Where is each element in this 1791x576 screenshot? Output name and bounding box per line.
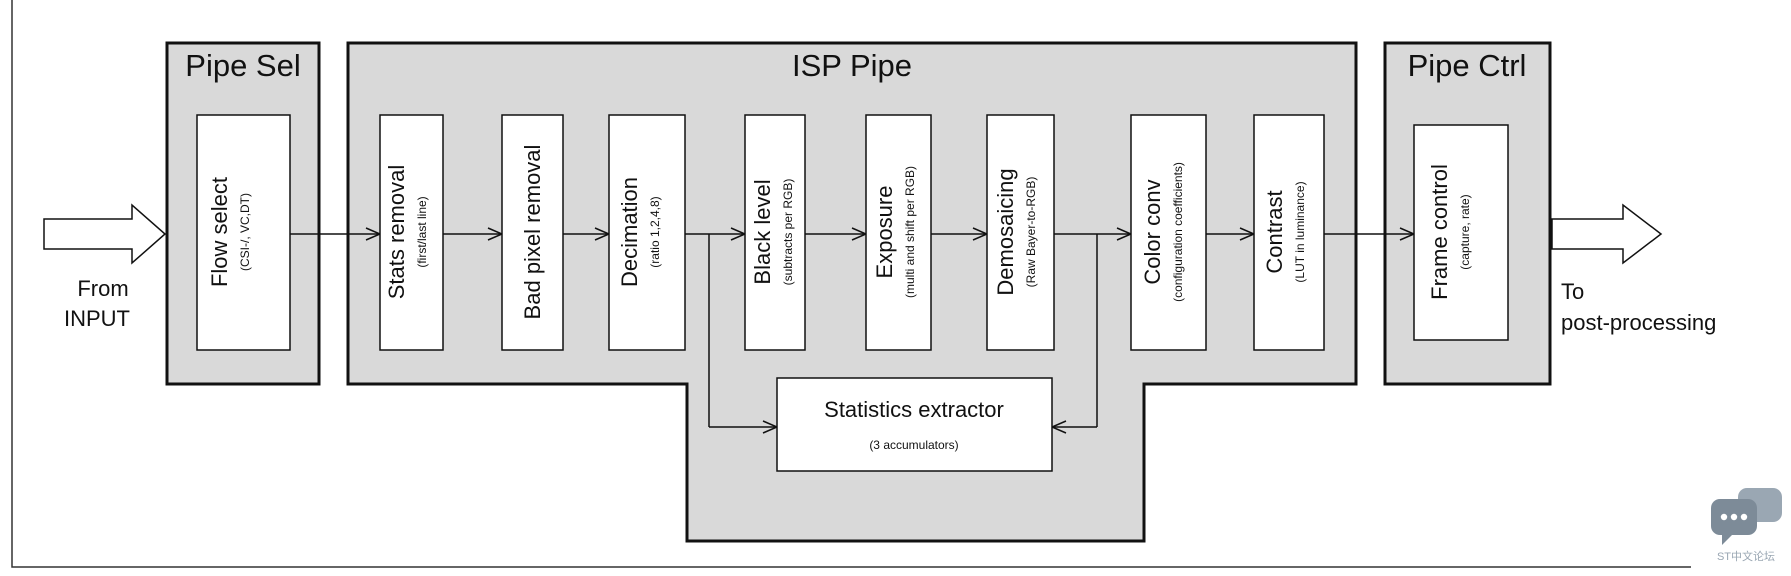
input-label-line1: From (77, 276, 128, 301)
contrast-sub: (LUT in luminance) (1293, 181, 1307, 282)
chat-bubble-icon (1711, 488, 1782, 545)
black-level-block (744, 114, 806, 351)
demosaicing-title: Demosaicing (993, 168, 1018, 295)
flow-select-sub: (CSI-/, VC,DT) (238, 193, 252, 271)
exposure-block (865, 114, 932, 351)
input-label-line2: INPUT (64, 306, 130, 331)
stats-removal-title: Stats removal (384, 165, 409, 300)
pipe-sel-title: Pipe Sel (185, 48, 300, 83)
input-arrow (43, 203, 167, 265)
bad-pixel-removal-title: Bad pixel removal (520, 145, 545, 320)
bad-pixel-removal-block (501, 114, 564, 351)
decimation-block (608, 114, 686, 351)
statistics-extractor-block (776, 377, 1053, 472)
output-arrow (1551, 203, 1663, 265)
black-level-sub: (subtracts per RGB) (781, 179, 795, 286)
decimation-sub: (ratio 1,2,4,8) (648, 196, 662, 267)
frame-control-title: Frame control (1427, 164, 1452, 300)
isp-pipe-group (346, 41, 1358, 543)
exposure-title: Exposure (872, 186, 897, 279)
demosaicing-sub: (Raw Bayer-to-RGB) (1024, 177, 1038, 288)
black-level-title: Black level (750, 179, 775, 284)
frame-control-sub: (capture, rate) (1458, 194, 1472, 269)
frame-control-block (1413, 124, 1509, 341)
demosaicing-block (986, 114, 1055, 351)
output-label-line1: To (1561, 279, 1584, 304)
color-conv-title: Color conv (1140, 179, 1165, 284)
color-conv-sub: (configuration coefficients) (1171, 162, 1185, 302)
decimation-title: Decimation (617, 177, 642, 287)
color-conv-block (1130, 114, 1207, 351)
contrast-block (1253, 114, 1325, 351)
stats-removal-sub: (first/last line) (415, 196, 429, 267)
flow-select-block (196, 114, 291, 351)
statistics-extractor-title: Statistics extractor (824, 397, 1004, 422)
output-label-line2: post-processing (1561, 310, 1716, 335)
flow-select-title: Flow select (207, 177, 232, 287)
signal-wires (290, 234, 1414, 427)
statistics-extractor-sub: (3 accumulators) (869, 438, 958, 452)
contrast-title: Contrast (1262, 190, 1287, 273)
outer-frame (11, 0, 1691, 568)
pipe-ctrl-title: Pipe Ctrl (1408, 48, 1527, 83)
isp-pipe-title: ISP Pipe (792, 48, 912, 83)
stats-removal-block (379, 114, 444, 351)
exposure-sub: (multi and shift per RGB) (903, 166, 917, 298)
watermark-text: ST中文论坛 (1717, 549, 1775, 563)
